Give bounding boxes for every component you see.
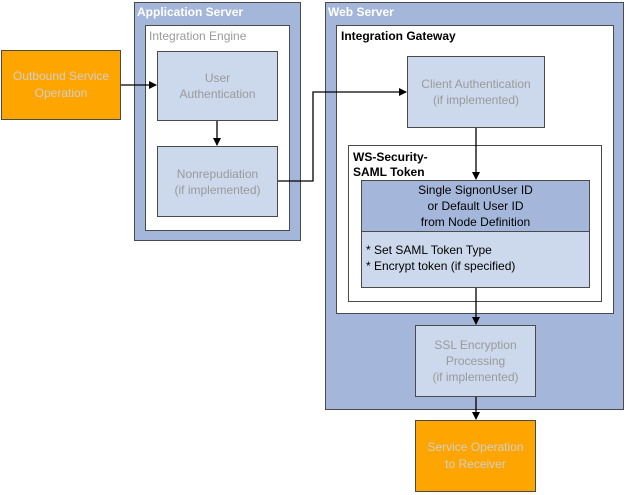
- user-authentication-box: User Authentication: [157, 51, 278, 121]
- client-authentication-line-1: Client Authentication: [421, 77, 531, 91]
- integration-engine-title: Integration Engine: [149, 29, 247, 43]
- user-id-line-3: from Node Definition: [420, 215, 531, 229]
- integration-gateway-title: Integration Gateway: [341, 29, 456, 43]
- token-step-1: * Set SAML Token Type: [366, 243, 492, 257]
- outbound-service-operation-box: Outbound Service Operation: [1, 50, 121, 120]
- outbound-service-operation-line-1: Outbound Service: [12, 69, 110, 83]
- service-operation-receiver-line-1: Service Operation: [427, 440, 524, 454]
- service-operation-receiver-line-2: to Receiver: [445, 457, 506, 471]
- ssl-encryption-box: SSL Encryption Processing (if implemente…: [415, 325, 536, 397]
- application-server-title: Application Server: [137, 5, 244, 19]
- token-step-2: * Encrypt token (if specified): [366, 259, 516, 273]
- user-authentication-line-2: Authentication: [179, 87, 256, 101]
- user-id-line-2: or Default User ID: [427, 199, 524, 213]
- service-operation-receiver-box: Service Operation to Receiver: [415, 420, 536, 492]
- client-authentication-line-2: (if implemented): [432, 93, 520, 107]
- ws-security-title: WS-Security- SAML Token: [353, 150, 428, 180]
- ssl-encryption-line-3: (if implemented): [432, 370, 519, 384]
- nonrepudiation-box: Nonrepudiation (if implemented): [157, 146, 278, 217]
- ssl-encryption-line-1: SSL Encryption: [434, 338, 517, 352]
- client-authentication-box: Client Authentication (if implemented): [407, 56, 545, 128]
- ws-security-title-line-2: SAML Token: [353, 165, 425, 179]
- nonrepudiation-line-1: Nonrepudiation: [176, 166, 259, 181]
- ssl-encryption-line-2: Processing: [445, 354, 506, 368]
- web-server-title: Web Server: [328, 5, 394, 19]
- token-steps-box: * Set SAML Token Type * Encrypt token (i…: [361, 231, 590, 288]
- user-authentication-line-1: User: [204, 71, 231, 85]
- user-id-source-box: Single SignonUser ID or Default User ID …: [361, 180, 590, 232]
- ws-security-title-line-1: WS-Security-: [353, 150, 428, 164]
- user-id-line-1: Single SignonUser ID: [418, 183, 533, 197]
- nonrepudiation-line-2: (if implemented): [174, 182, 261, 197]
- outbound-service-operation-line-2: Operation: [34, 86, 88, 100]
